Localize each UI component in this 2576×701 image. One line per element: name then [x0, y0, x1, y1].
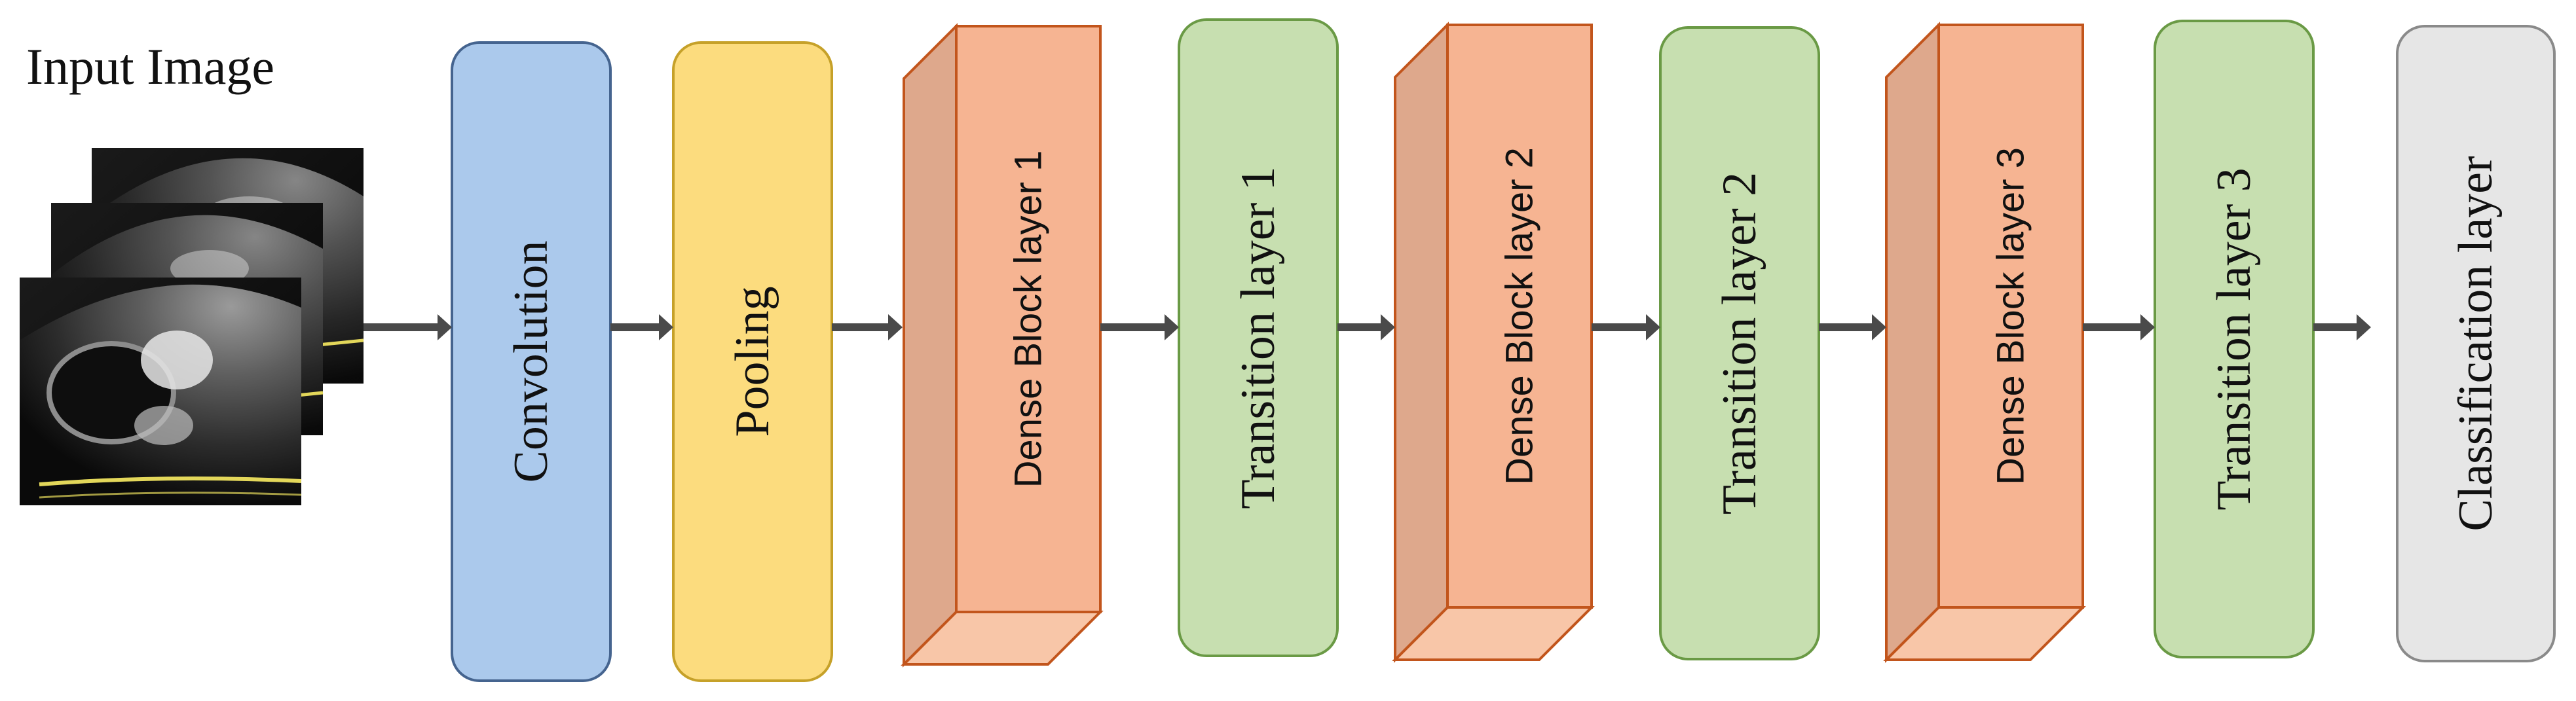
classification-block: Classification layer — [2396, 25, 2556, 662]
dense-block-2-front-face — [1446, 24, 1593, 609]
pooling-block: Pooling — [672, 41, 833, 682]
flow-arrow-2 — [610, 314, 673, 340]
transition-3-block: Transition layer 3 — [2154, 20, 2315, 658]
transition-1-label: Transition layer 1 — [1231, 166, 1285, 509]
classification-box — [2396, 25, 2556, 662]
convolution-block: Convolution — [451, 41, 612, 682]
pooling-label: Pooling — [726, 286, 779, 437]
flow-arrow-8 — [2083, 314, 2155, 340]
dense-block-2-side-face — [1394, 22, 1449, 663]
dense-block-1-block: Dense Block layer 1 — [901, 23, 1104, 668]
dense-block-3-block: Dense Block layer 3 — [1883, 22, 2086, 663]
dense-block-3-side-face — [1885, 22, 1940, 663]
transition-2-block: Transition layer 2 — [1659, 26, 1820, 660]
convolution-box — [451, 41, 612, 682]
convolution-label: Convolution — [504, 240, 558, 482]
transition-3-label: Transition layer 3 — [2207, 168, 2261, 510]
dense-block-1-front-face — [955, 25, 1102, 613]
dense-block-3-label: Dense Block layer 3 — [1990, 147, 2032, 485]
flow-arrow-3 — [832, 314, 903, 340]
input-image-stack — [20, 148, 364, 505]
flow-arrow-6 — [1592, 314, 1660, 340]
transition-2-box — [1659, 26, 1820, 660]
input-image-title: Input Image — [26, 38, 274, 95]
flow-arrow-1 — [364, 314, 452, 340]
transition-1-box — [1178, 18, 1339, 657]
flow-arrow-7 — [1819, 314, 1886, 340]
flow-arrow-4 — [1100, 314, 1179, 340]
dense-block-1-label: Dense Block layer 1 — [1007, 151, 1050, 488]
dense-block-3-front-face — [1937, 24, 2084, 609]
transition-1-block: Transition layer 1 — [1178, 18, 1339, 657]
flow-arrow-5 — [1337, 314, 1395, 340]
dense-block-2-block: Dense Block layer 2 — [1392, 22, 1595, 663]
transition-3-box — [2154, 20, 2315, 658]
transition-2-label: Transition layer 2 — [1713, 172, 1766, 514]
dense-block-1-side-face — [903, 23, 958, 668]
ultrasound-image-front — [20, 278, 302, 505]
dense-block-2-label: Dense Block layer 2 — [1499, 147, 1541, 485]
pooling-box — [672, 41, 833, 682]
classification-label: Classification layer — [2449, 156, 2503, 531]
flow-arrow-9 — [2313, 314, 2371, 340]
